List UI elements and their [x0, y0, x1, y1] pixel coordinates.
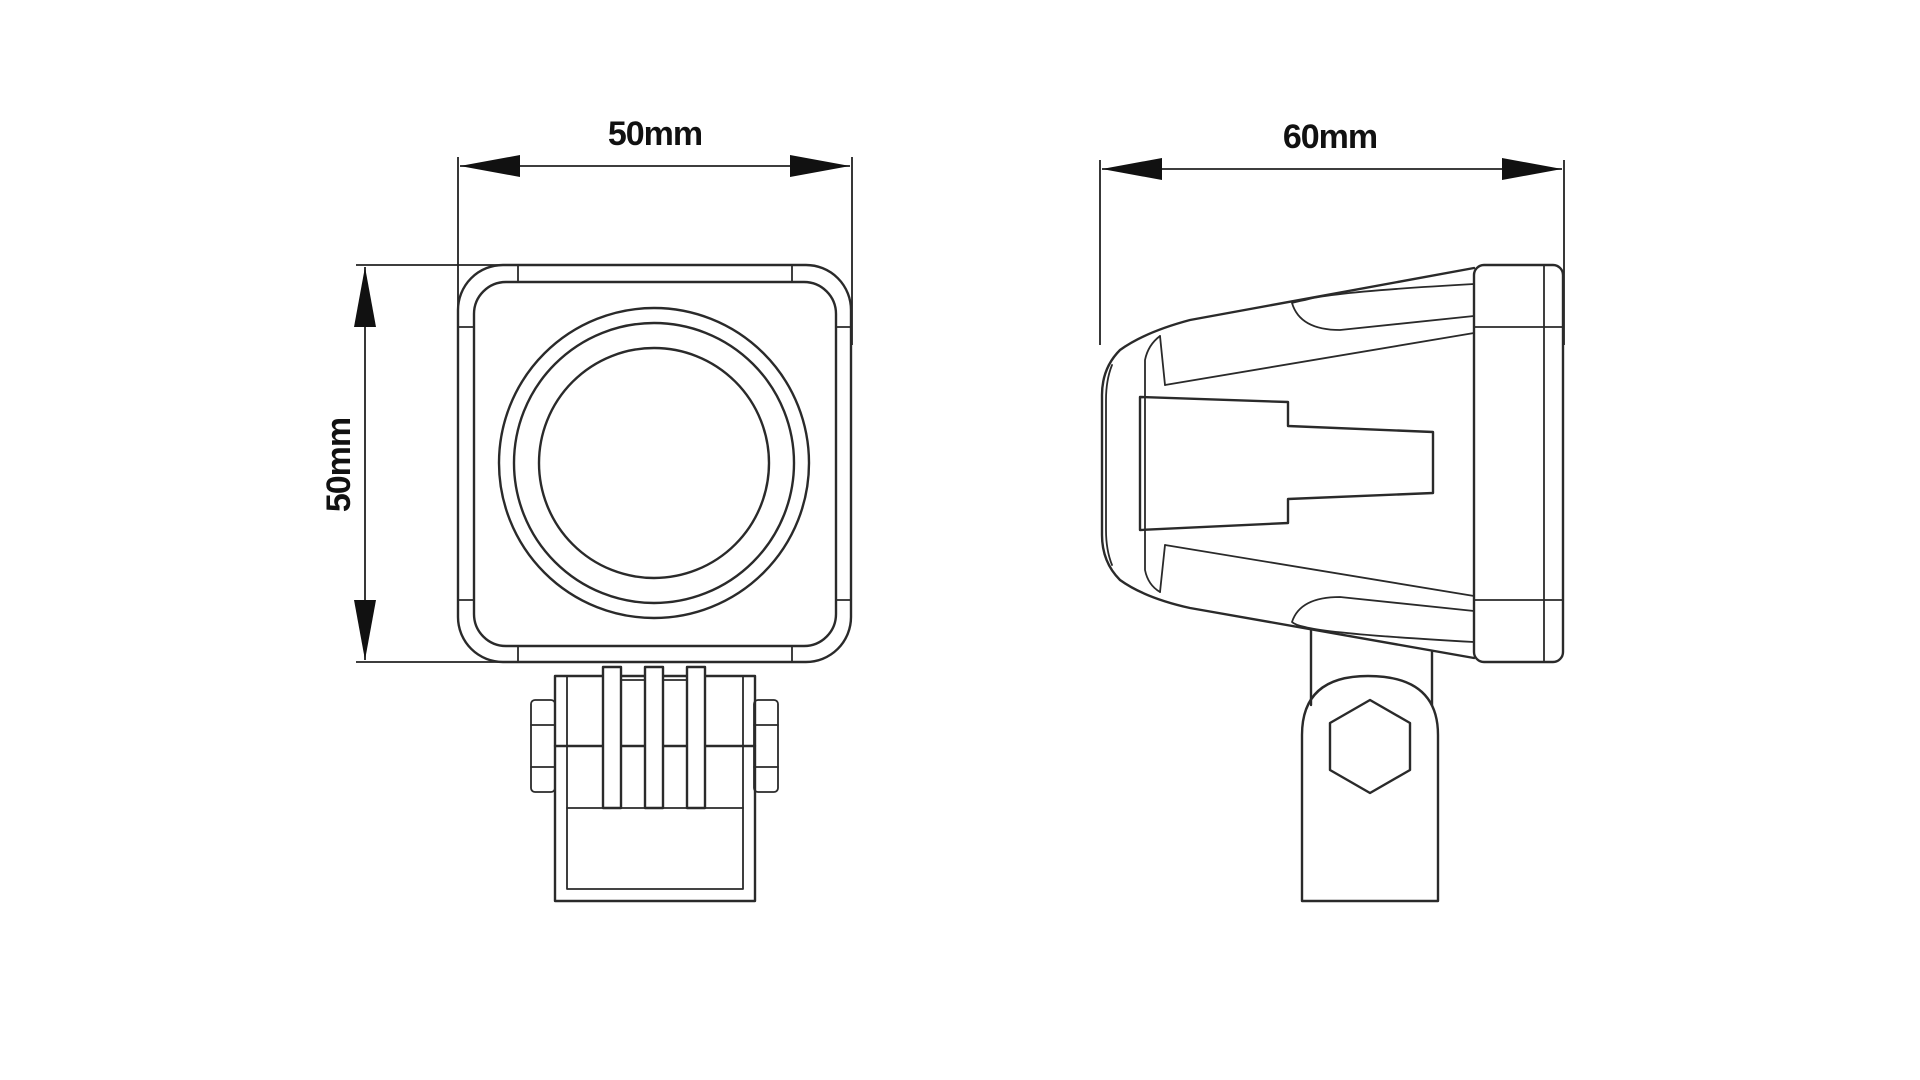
groove-top [1291, 283, 1475, 331]
bracket-fin [643, 665, 665, 810]
housing-outer [456, 263, 853, 664]
lens-inner [537, 346, 771, 580]
arrowhead-right [790, 155, 850, 177]
arrowhead-top [354, 267, 376, 327]
side-mount-bracket [1300, 628, 1440, 903]
side-view: 60mm [1099, 118, 1565, 903]
arrowhead-bottom [354, 600, 376, 660]
front-housing [456, 263, 853, 664]
bracket-fin [601, 665, 623, 810]
bolt-cap-right [753, 699, 779, 793]
body-panel-top [1164, 332, 1475, 386]
lens-outer-ring [497, 306, 811, 620]
front-height-label: 50mm [320, 418, 358, 512]
side-body [1100, 266, 1476, 660]
front-width-label: 50mm [608, 115, 702, 153]
side-depth-label: 60mm [1283, 118, 1377, 156]
front-mount-bracket [530, 665, 779, 903]
arrowhead-left [460, 155, 520, 177]
front-height-dimension: 50mm [320, 264, 520, 663]
body-chamfer [1159, 335, 1166, 386]
body-chamfer [1159, 544, 1166, 593]
arrowhead-right [1502, 158, 1562, 180]
hex-bolt-icon [1328, 698, 1412, 795]
front-width-dimension: 50mm [457, 115, 853, 345]
arrowhead-left [1102, 158, 1162, 180]
heatsink-tab [1138, 395, 1435, 532]
front-lens [497, 306, 811, 620]
body-rear-rim [1105, 364, 1113, 566]
front-view: 50mm 50mm [320, 115, 853, 903]
front-cap-outer [1472, 263, 1565, 664]
side-depth-dimension: 60mm [1099, 118, 1565, 345]
bracket-arm [1300, 674, 1440, 903]
side-front-cap [1472, 263, 1565, 664]
bolt-cap-left [530, 699, 556, 793]
groove-bottom [1291, 596, 1475, 643]
body-rear-step [1144, 335, 1161, 593]
lens-middle-ring [512, 321, 796, 605]
body-panel-bottom [1164, 544, 1475, 597]
body-outline [1100, 266, 1476, 660]
housing-inner [472, 280, 838, 648]
bracket-fin [685, 665, 707, 810]
